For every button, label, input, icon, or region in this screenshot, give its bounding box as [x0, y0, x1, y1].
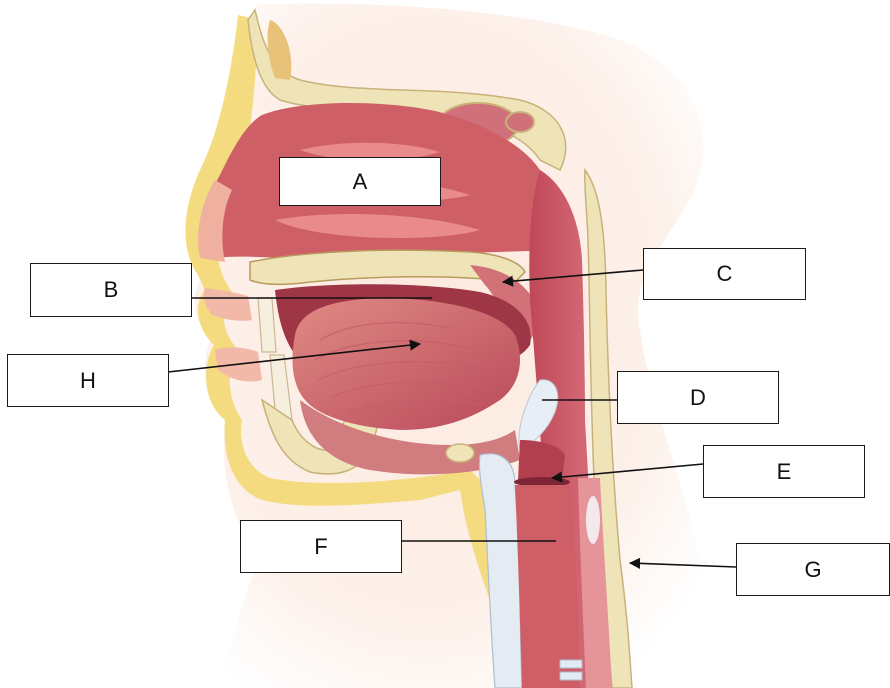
trachea: [515, 485, 580, 688]
label-box-c[interactable]: C: [643, 248, 806, 300]
label-box-e[interactable]: E: [703, 445, 865, 498]
label-h-text: H: [80, 368, 96, 394]
label-e-text: E: [777, 459, 792, 485]
label-a-text: A: [353, 169, 368, 195]
label-box-a[interactable]: A: [279, 157, 441, 206]
esophagus-lumen: [586, 496, 600, 544]
label-g-text: G: [804, 557, 821, 583]
label-box-b[interactable]: B: [30, 263, 192, 317]
hyoid-bone: [446, 444, 474, 462]
label-box-g[interactable]: G: [736, 543, 890, 596]
label-box-f[interactable]: F: [240, 520, 402, 573]
label-box-d[interactable]: D: [617, 371, 779, 424]
label-f-text: F: [314, 534, 327, 560]
label-box-h[interactable]: H: [7, 354, 169, 407]
label-c-text: C: [717, 261, 733, 287]
label-d-text: D: [690, 385, 706, 411]
sphenoid-sinus-small: [506, 112, 534, 132]
label-b-text: B: [104, 277, 119, 303]
